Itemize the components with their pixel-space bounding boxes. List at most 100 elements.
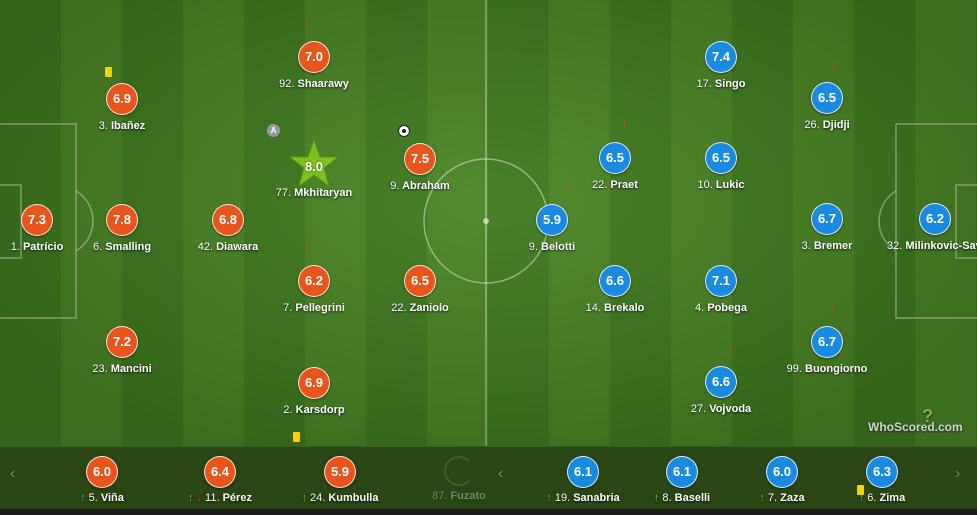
- player-name: 3. Ibañez: [98, 120, 146, 132]
- right-goal-box: [955, 184, 977, 259]
- sub-off-arrow-icon: ↓: [304, 15, 311, 29]
- center-spot: [483, 218, 489, 224]
- sub-off-arrow-icon: ↓: [830, 56, 837, 70]
- player-home-mkhitaryan[interactable]: A 8.0 77. Mkhitaryan: [254, 124, 374, 199]
- player-name: 1. Patrício: [10, 241, 64, 253]
- goal-ball-icon: [398, 125, 410, 137]
- yellow-card-icon: [857, 485, 864, 495]
- footer-strip: [0, 509, 977, 515]
- player-home-karsdorp[interactable]: 6.9 2. Karsdorp: [254, 367, 374, 416]
- player-name: ↑6. Zima: [858, 492, 906, 504]
- rating-badge: 6.9: [106, 83, 138, 115]
- player-away-praet[interactable]: ↓ 6.5 22. Praet: [555, 116, 675, 191]
- bench-player-kumbulla[interactable]: 5.9 ↑24. Kumbulla: [285, 432, 395, 504]
- player-name: 17. Singo: [696, 78, 746, 90]
- sub-on-arrow-icon: ↑: [858, 492, 865, 504]
- bench-player-zima[interactable]: 6.3 ↑6. Zima: [827, 456, 937, 504]
- player-name: 26. Djidji: [804, 119, 850, 131]
- bench-player-sanabria[interactable]: 6.1 ↑19. Sanabria: [528, 456, 638, 504]
- player-home-zaniolo[interactable]: 6.5 22. Zaniolo: [360, 265, 480, 314]
- player-away-buongiorno[interactable]: ↓ 6.7 99. Buongiorno: [767, 300, 887, 375]
- bench-player-baselli[interactable]: 6.1 ↑8. Baselli: [627, 456, 737, 504]
- bench-player-zaza[interactable]: 6.0 ↑7. Zaza: [727, 456, 837, 504]
- player-home-diawara[interactable]: 6.8 42. Diawara: [168, 204, 288, 253]
- player-name: 3. Bremer: [801, 240, 853, 252]
- right-penalty-box: [895, 123, 977, 319]
- player-away-vojvoda[interactable]: ↓ 6.6 27. Vojvoda: [661, 340, 781, 415]
- player-away-djidji[interactable]: ↓ 6.5 26. Djidji: [767, 56, 887, 131]
- player-name: 7. Pellegrini: [283, 302, 345, 314]
- rating-badge: 7.3: [21, 204, 53, 236]
- pitch-markings: [0, 0, 977, 446]
- rating-badge: 6.5: [404, 265, 436, 297]
- rating-badge: 7.5: [404, 143, 436, 175]
- player-name: 4. Pobega: [695, 302, 747, 314]
- rating-badge: 6.6: [705, 366, 737, 398]
- rating-badge: 5.9: [536, 204, 568, 236]
- player-name: ↑8. Baselli: [653, 492, 711, 504]
- next-arrow-icon[interactable]: ›: [955, 465, 961, 482]
- sub-off-arrow-icon: ↓: [304, 239, 311, 253]
- player-away-singo[interactable]: 7.4 17. Singo: [661, 41, 781, 90]
- bench-player-fuzato[interactable]: 87. Fuzato: [404, 456, 514, 502]
- rating-badge: 6.5: [599, 142, 631, 174]
- rating-badge: 8.0: [304, 159, 324, 174]
- rating-badge: 6.7: [811, 203, 843, 235]
- rating-badge: 6.6: [599, 265, 631, 297]
- player-name: 9. Belotti: [528, 241, 576, 253]
- player-name: ↑19. Sanabria: [546, 492, 620, 504]
- player-name: ↑↓11. Pérez: [188, 492, 252, 504]
- player-name: 77. Mkhitaryan: [275, 187, 353, 199]
- player-away-milinkovic-savic[interactable]: 6.2 32. Milinkovic-Savic: [875, 203, 977, 252]
- sub-on-arrow-icon: ↑: [188, 492, 194, 504]
- player-name: 92. Shaarawy: [279, 78, 349, 90]
- sub-on-arrow-icon: ↑: [759, 492, 765, 504]
- rating-badge: 6.9: [298, 367, 330, 399]
- player-away-lukic[interactable]: 6.5 10. Lukic: [661, 142, 781, 191]
- left-penalty-box: [0, 123, 77, 319]
- player-home-shaarawy[interactable]: ↓ 7.0 92. Shaarawy: [254, 15, 374, 90]
- player-home-pellegrini[interactable]: ↓ 6.2 7. Pellegrini: [254, 239, 374, 314]
- prev-arrow-icon[interactable]: ‹: [10, 465, 16, 482]
- player-away-bremer[interactable]: 6.7 3. Bremer: [767, 203, 887, 252]
- rating-badge: 6.5: [811, 82, 843, 114]
- player-name: ↑7. Zaza: [759, 492, 805, 504]
- player-away-pobega[interactable]: 7.1 4. Pobega: [661, 265, 781, 314]
- rating-badge: 6.0: [766, 456, 798, 488]
- player-name: 42. Diawara: [197, 241, 259, 253]
- rating-badge: 6.2: [298, 265, 330, 297]
- bench-player-vina[interactable]: 6.0 ↑5. Viña: [47, 456, 157, 504]
- player-name: 22. Zaniolo: [391, 302, 449, 314]
- chevron-left-icon[interactable]: ‹: [498, 465, 504, 482]
- rating-badge: 6.1: [666, 456, 698, 488]
- player-name: 22. Praet: [592, 179, 638, 191]
- rating-badge: 5.9: [324, 456, 356, 488]
- sub-on-arrow-icon: ↑: [653, 492, 660, 504]
- player-name: 23. Mancini: [92, 363, 152, 375]
- sub-on-arrow-icon: ↑: [80, 492, 86, 504]
- bench-player-perez[interactable]: 6.4 ↑↓11. Pérez: [165, 456, 275, 504]
- sub-on-arrow-icon: ↑: [546, 492, 552, 504]
- right-penalty-arc: [878, 190, 897, 252]
- player-away-brekalo[interactable]: 6.6 14. Brekalo: [555, 265, 675, 314]
- player-away-belotti[interactable]: ↓ 5.9 9. Belotti: [492, 178, 612, 253]
- player-home-ibanez[interactable]: 6.9 3. Ibañez: [62, 67, 182, 132]
- rating-badge: 6.4: [204, 456, 236, 488]
- question-mark-icon: ?: [922, 406, 933, 426]
- whoscored-logo: ? WhoScored.com: [868, 406, 963, 434]
- player-name: 32. Milinkovic-Savic: [887, 240, 977, 252]
- player-name: 99. Buongiorno: [786, 363, 868, 375]
- sub-off-arrow-icon: ↓: [622, 116, 628, 130]
- pitch: 7.3 1. Patrício 7.8 6. Smalling 6.9 3. I…: [0, 0, 977, 446]
- player-home-smalling[interactable]: 7.8 6. Smalling: [62, 204, 182, 253]
- yellow-card-icon: [293, 432, 300, 442]
- player-name: 87. Fuzato: [432, 490, 486, 502]
- player-home-abraham[interactable]: 7.5 9. Abraham: [360, 125, 480, 192]
- player-home-patricio[interactable]: 7.3 1. Patrício: [0, 204, 97, 253]
- player-name: 6. Smalling: [92, 241, 152, 253]
- rating-badge: 6.7: [811, 326, 843, 358]
- rating-badge: 7.0: [298, 41, 330, 73]
- player-home-mancini[interactable]: 7.2 23. Mancini: [62, 326, 182, 375]
- player-name: 10. Lukic: [697, 179, 745, 191]
